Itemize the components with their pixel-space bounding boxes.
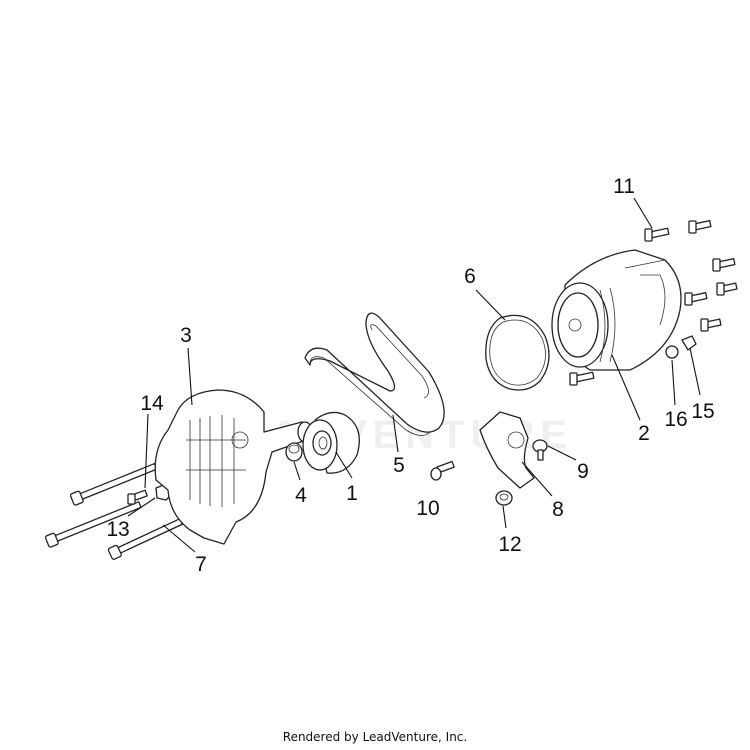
- footer-credit: Rendered by LeadVenture, Inc.: [282, 730, 468, 744]
- o-ring-gasket-inner: [489, 319, 546, 386]
- leader-lines: [127, 197, 701, 553]
- callout-5[interactable]: 5: [393, 454, 405, 477]
- callout-1[interactable]: 1: [346, 482, 358, 505]
- callout-13[interactable]: 13: [106, 518, 129, 541]
- callout-9[interactable]: 9: [577, 460, 589, 483]
- callout-15[interactable]: 15: [691, 400, 714, 423]
- nut: [495, 490, 513, 506]
- nut: [285, 442, 303, 462]
- idler-pulley: [302, 411, 360, 474]
- compressor-bolts: [569, 220, 738, 386]
- serpentine-belt: [304, 312, 445, 436]
- ac-compressor: [551, 249, 682, 371]
- clip: [681, 335, 697, 351]
- callout-4[interactable]: 4: [295, 484, 307, 507]
- callout-2[interactable]: 2: [638, 422, 650, 445]
- bolt: [532, 439, 548, 461]
- tensioner-bracket: [479, 411, 535, 489]
- nut: [665, 345, 679, 359]
- callout-3[interactable]: 3: [180, 324, 192, 347]
- o-ring-gasket: [485, 314, 550, 391]
- callout-11[interactable]: 11: [613, 175, 635, 198]
- callout-7[interactable]: 7: [195, 553, 207, 576]
- callout-16[interactable]: 16: [664, 408, 687, 431]
- callout-10[interactable]: 10: [416, 497, 439, 520]
- long-bolts: [44, 462, 183, 560]
- callout-14[interactable]: 14: [140, 392, 164, 415]
- callout-8[interactable]: 8: [552, 498, 564, 521]
- callout-labels: 1 2 3 4 5 6 7 8 9 10 11 12 13 14 15 16: [106, 175, 714, 576]
- small-bolt: [127, 489, 148, 505]
- callout-6[interactable]: 6: [464, 265, 476, 288]
- callout-12[interactable]: 12: [498, 533, 521, 556]
- bolt: [430, 460, 455, 481]
